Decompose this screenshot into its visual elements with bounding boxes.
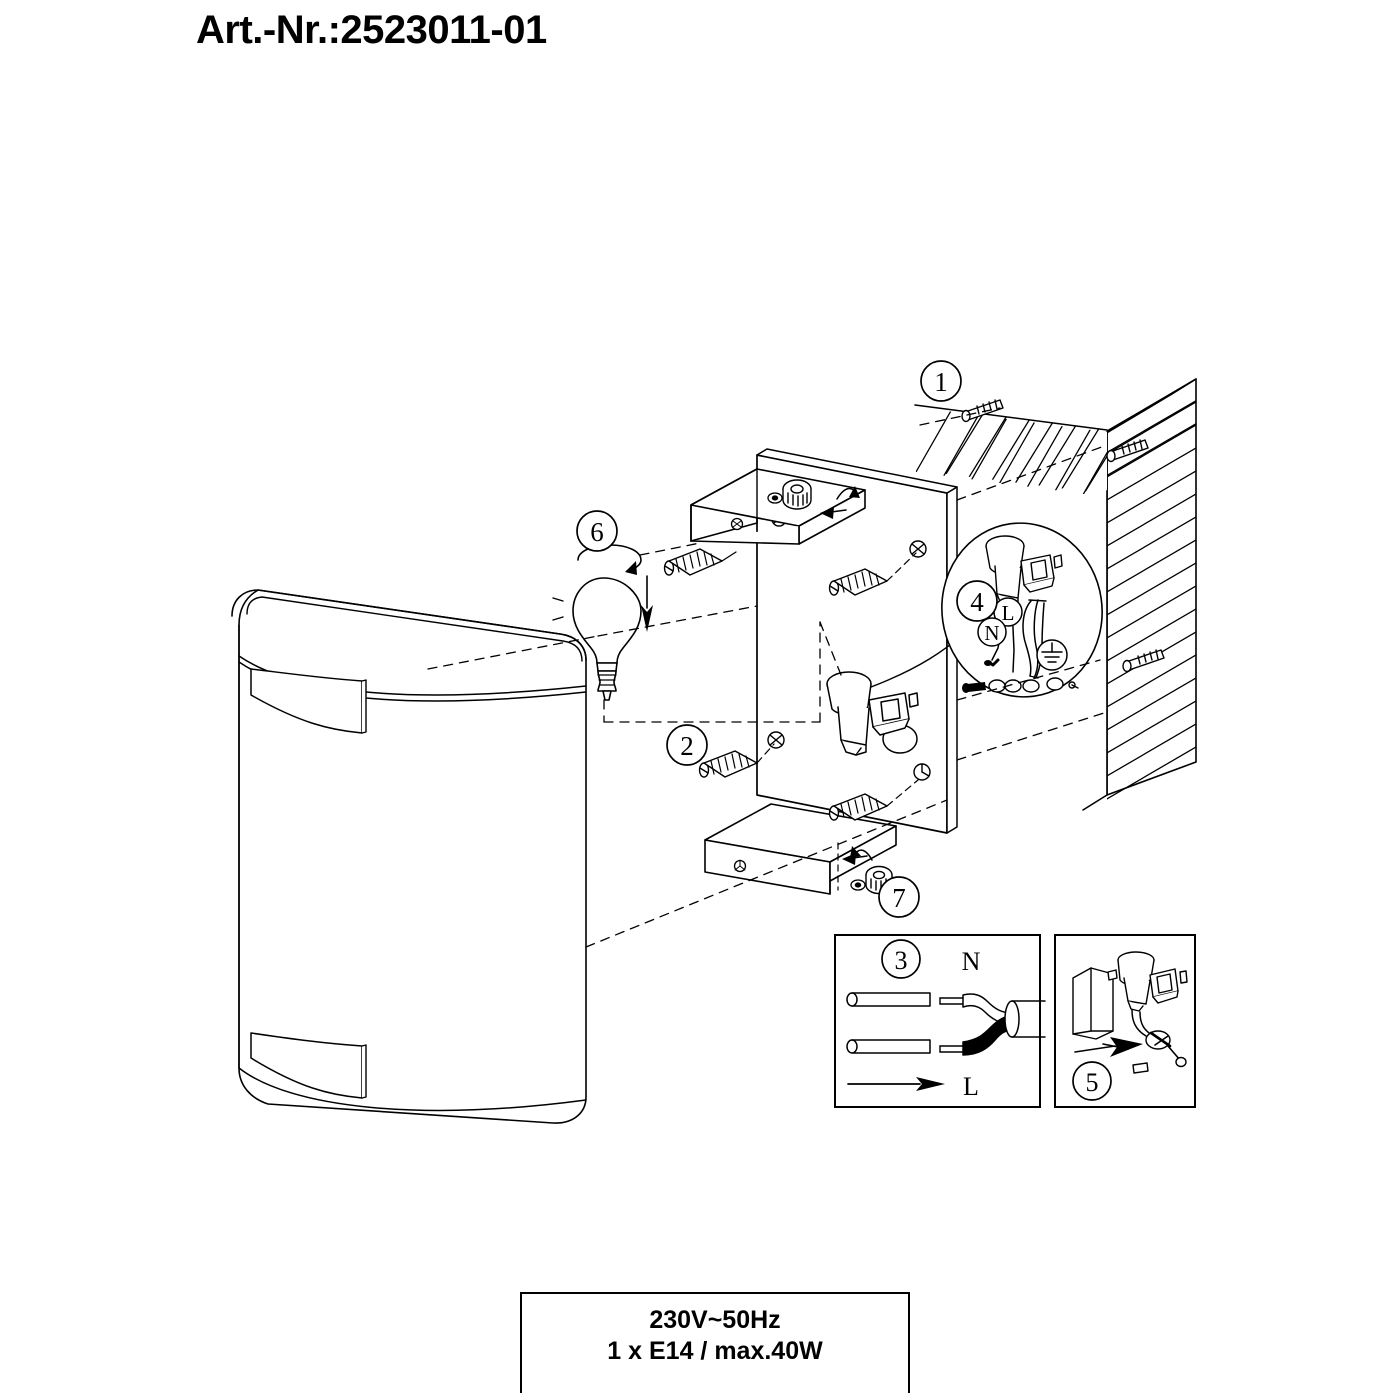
wall-plug-upper-right bbox=[1106, 439, 1149, 463]
label-live: L bbox=[963, 1072, 979, 1101]
bulb bbox=[552, 577, 642, 701]
callout-6-number: 6 bbox=[590, 517, 604, 547]
callout-7: 7 bbox=[878, 876, 920, 918]
callout-1: 1 bbox=[920, 360, 962, 402]
label-neutral: N bbox=[962, 947, 981, 976]
callout-7-number: 7 bbox=[892, 883, 906, 913]
top-nut-arrows bbox=[820, 486, 860, 519]
knurled-nut-top bbox=[782, 479, 812, 510]
screw-bottom bbox=[828, 779, 919, 821]
glass-shade bbox=[231, 589, 587, 1124]
screw-top-left bbox=[663, 548, 737, 576]
callout-2: 2 bbox=[666, 724, 708, 766]
washer-bottom bbox=[850, 879, 866, 891]
earth-ground-symbol bbox=[1036, 639, 1068, 671]
washer-top bbox=[767, 492, 783, 504]
bottom-bracket bbox=[704, 803, 897, 895]
screw-middle bbox=[828, 552, 917, 596]
terminal-label-N-text: N bbox=[984, 621, 999, 645]
spec-lamp: 1 x E14 / max.40W bbox=[607, 1337, 823, 1365]
callout-4-number: 4 bbox=[970, 587, 984, 617]
spec-voltage: 230V~50Hz bbox=[649, 1306, 781, 1334]
callout-1-number: 1 bbox=[934, 367, 948, 397]
bottom-nut-arrows bbox=[837, 842, 873, 891]
callout-3-number: 3 bbox=[895, 946, 908, 975]
callout-4: 4 bbox=[956, 580, 998, 622]
assembly-alignment-lines bbox=[427, 407, 1108, 948]
callout-2-number: 2 bbox=[680, 731, 694, 761]
terminal-strip bbox=[962, 677, 1079, 693]
detail-box-step-3: 3 N L bbox=[834, 934, 1046, 1108]
callout-5-number: 5 bbox=[1086, 1068, 1099, 1097]
terminal-label-L: L bbox=[993, 597, 1023, 627]
wall-plug-lower-right bbox=[1122, 649, 1165, 673]
callout-6: 6 bbox=[576, 510, 618, 552]
step-callouts: 1 2 4 6 7 bbox=[576, 360, 998, 918]
specification-box: 230V~50Hz 1 x E14 / max.40W bbox=[520, 1292, 910, 1393]
lampholder-detail bbox=[985, 535, 1063, 607]
screw-lower-left bbox=[698, 743, 775, 778]
wall-block bbox=[1082, 378, 1197, 811]
terminal-label-N: N bbox=[977, 617, 1007, 647]
bulb-insert-arrow bbox=[641, 575, 653, 632]
art-number-title: Art.-Nr.:2523011-01 bbox=[196, 8, 547, 52]
lampholder-on-plate bbox=[826, 612, 985, 756]
wall-plug-top bbox=[961, 399, 1004, 423]
wall-top-section bbox=[916, 404, 1107, 505]
terminal-label-L-text: L bbox=[1002, 601, 1015, 625]
detail-box-step-5: 5 bbox=[1054, 934, 1196, 1108]
